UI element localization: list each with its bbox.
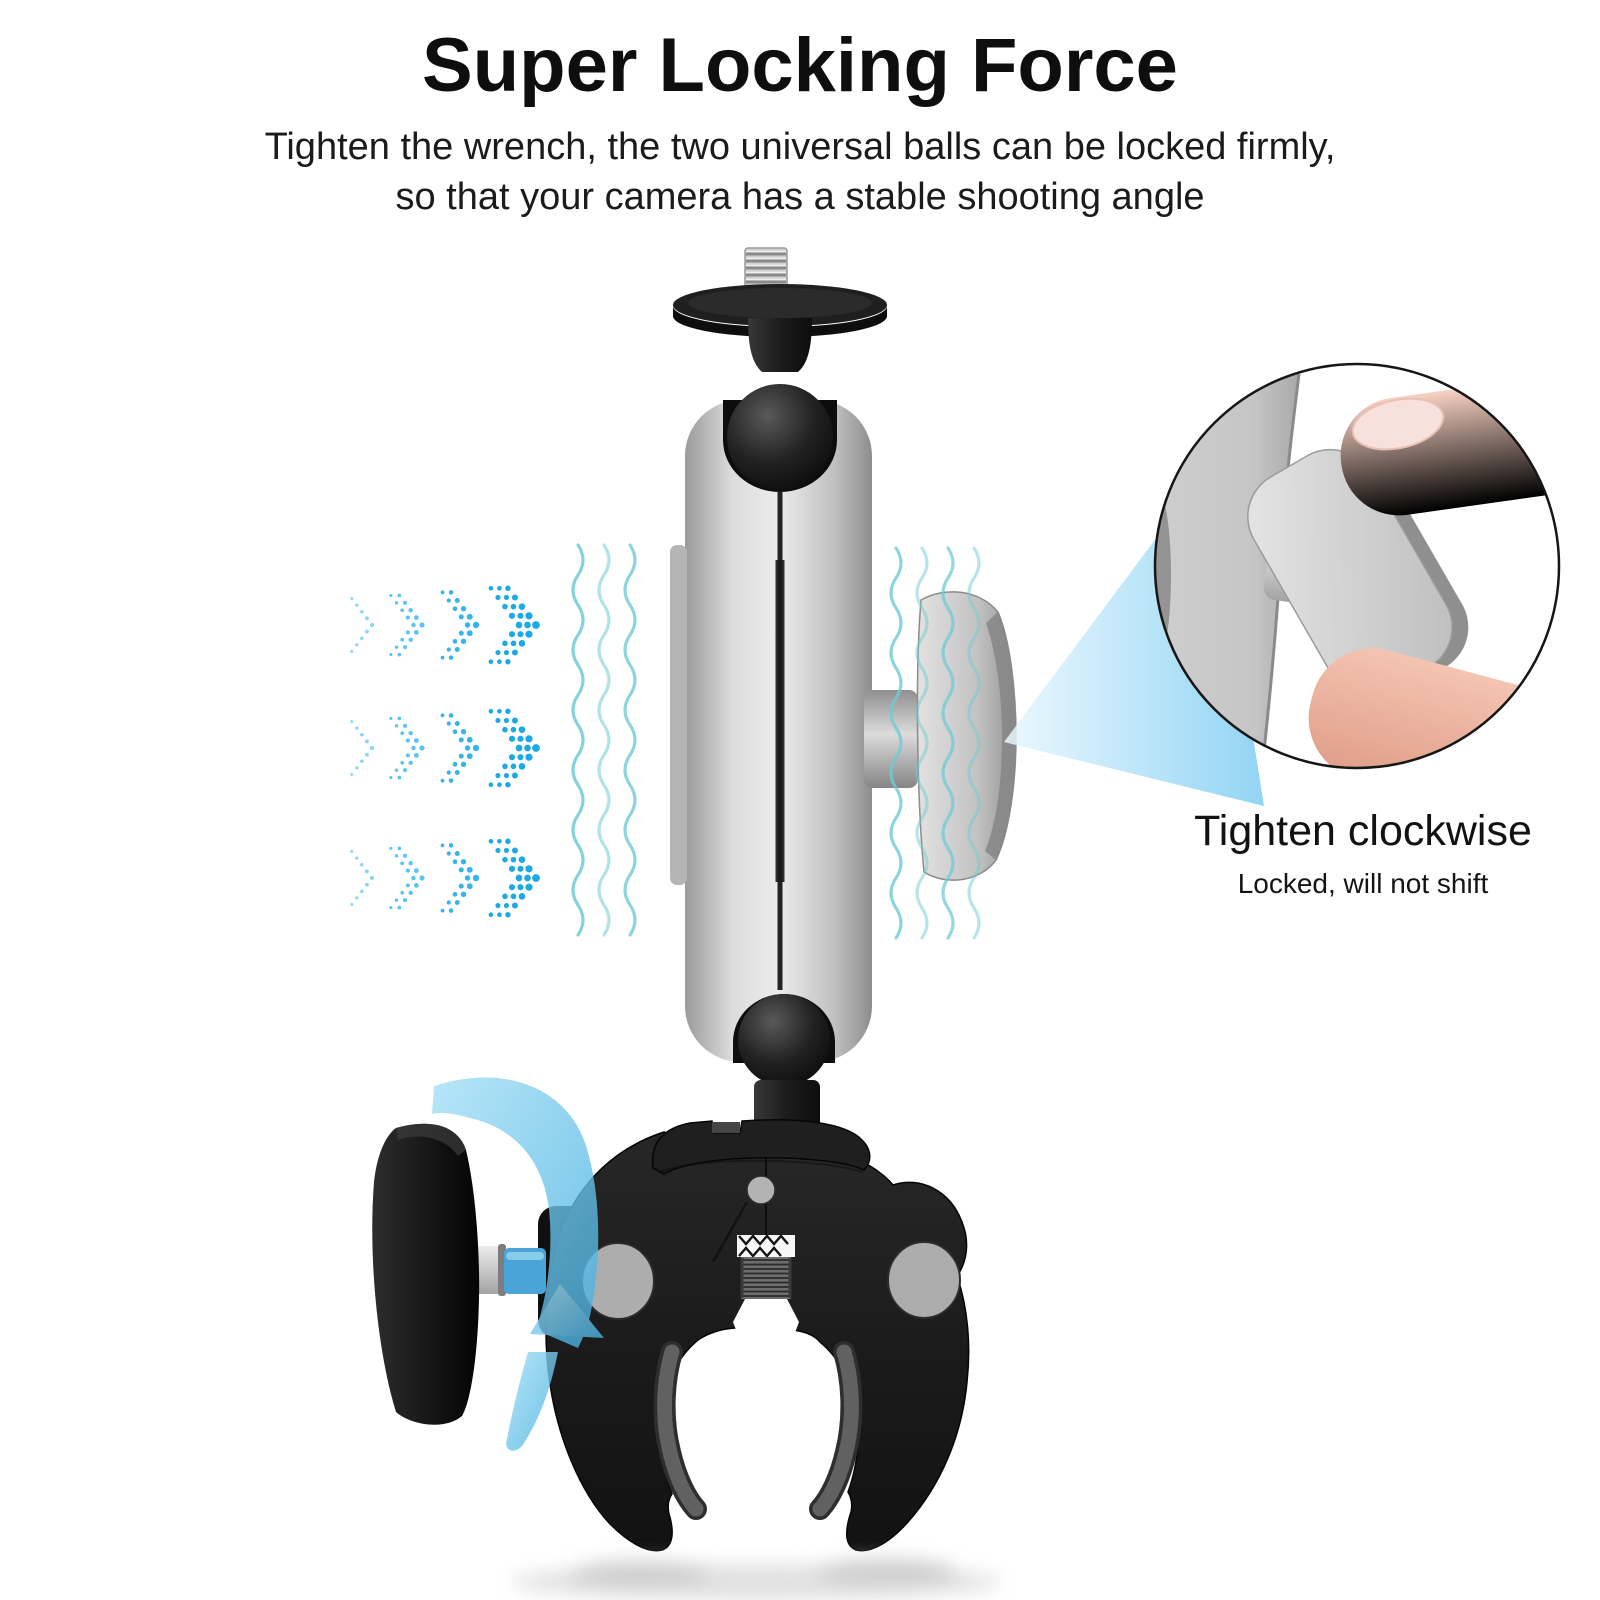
pivot-pin: [746, 1175, 776, 1205]
callout: Tighten clockwise Locked, will not shift: [1108, 806, 1600, 900]
tighten-knob: [864, 591, 1017, 881]
subtitle-line-1: Tighten the wrench, the two universal ba…: [264, 125, 1336, 168]
clamp-center-screw: [740, 1257, 792, 1299]
fingernail: [1351, 397, 1445, 451]
ball-joint-top: [670, 318, 872, 1062]
page-title: Super Locking Force: [422, 23, 1178, 108]
header: Super Locking Force Tighten the wrench, …: [0, 26, 1600, 222]
rotate-arrow-icon: [432, 1077, 604, 1451]
subtitle: Tighten the wrench, the two universal ba…: [0, 122, 1600, 222]
clamp: [545, 1119, 972, 1552]
zoom-circle-inset: [1153, 362, 1561, 770]
zoom-circle-border: [1153, 362, 1561, 770]
vibration-waves-icon: [571, 543, 981, 940]
rivet-right: [887, 1241, 961, 1319]
mount-plate: [673, 284, 887, 337]
callout-caption: Tighten clockwise: [1194, 807, 1532, 855]
callout-subcaption: Locked, will not shift: [1237, 867, 1489, 899]
speed-arrows-icon: [350, 585, 540, 918]
subtitle-line-2: so that your camera has a stable shootin…: [395, 175, 1205, 218]
ball-joint-bottom: [733, 994, 835, 1130]
floor-reflection: [511, 1559, 1001, 1600]
